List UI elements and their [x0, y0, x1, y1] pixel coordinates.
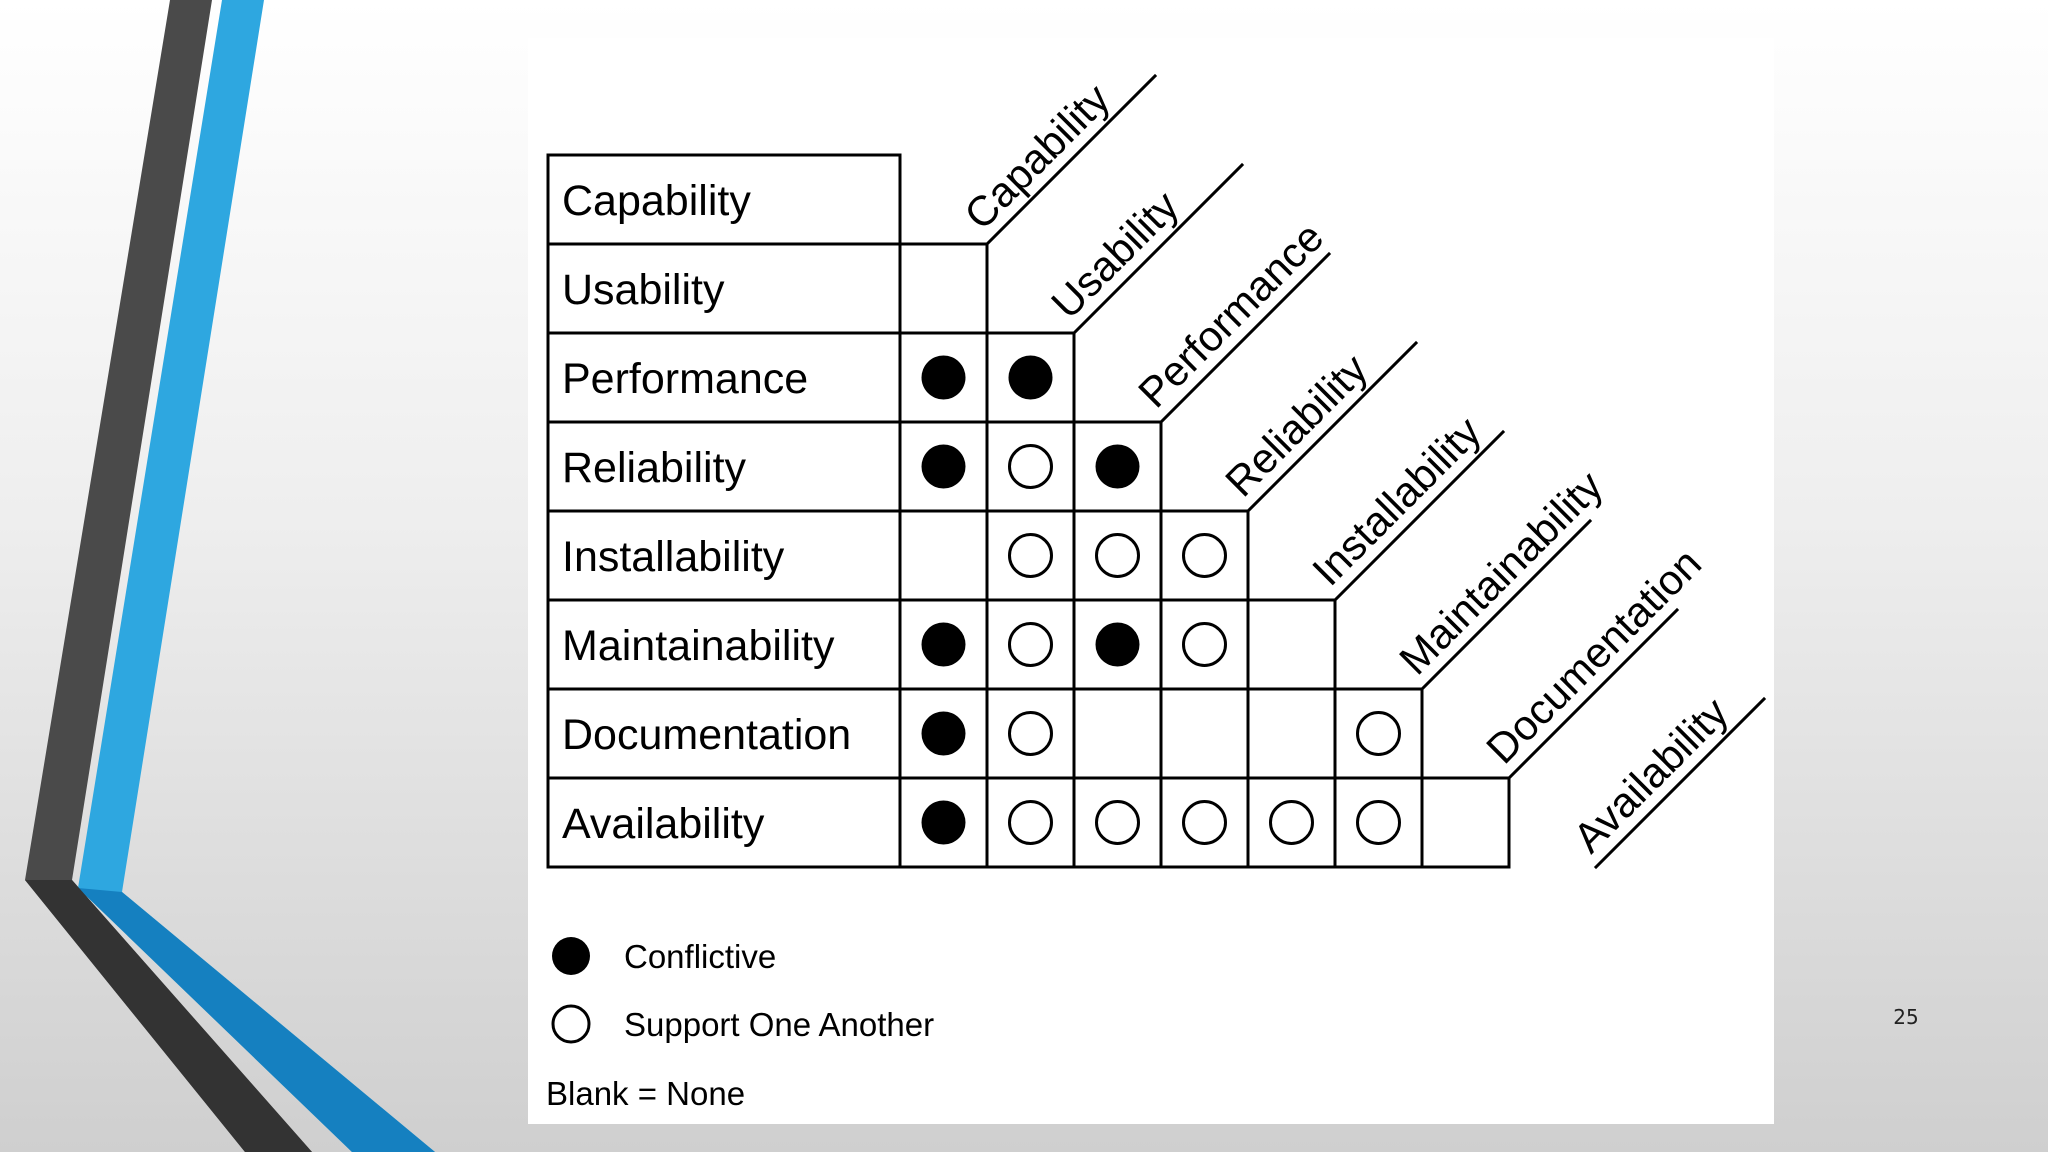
matrix-grid: [546, 73, 1767, 870]
column-labels: CapabilityUsabilityPerformanceReliabilit…: [955, 75, 1737, 862]
legend-support-label: Support One Another: [624, 1006, 934, 1043]
row-label: Maintainability: [562, 622, 835, 670]
legend-conflict-label: Conflictive: [624, 938, 776, 975]
tradeoff-matrix: CapabilityUsabilityPerformanceReliabilit…: [546, 73, 1767, 1112]
column-header-diagonal: [1245, 340, 1419, 514]
blue-stripe-shade: [78, 888, 435, 1152]
column-header-diagonal: [1419, 518, 1593, 692]
conflict-mark: [1095, 444, 1140, 489]
support-mark: [1095, 800, 1140, 845]
row-label: Reliability: [562, 444, 747, 492]
relation-marks: [921, 355, 1401, 845]
row-label: Performance: [562, 355, 808, 403]
support-mark: [1182, 533, 1227, 578]
column-header-diagonal: [1593, 696, 1767, 870]
support-mark: [1269, 800, 1314, 845]
column-label: Reliability: [1216, 345, 1376, 505]
legend-blank-label: Blank = None: [546, 1075, 745, 1112]
conflict-mark: [921, 711, 966, 756]
column-header-diagonal: [1158, 251, 1332, 425]
support-mark: [1182, 800, 1227, 845]
support-mark: [1008, 444, 1053, 489]
row-label: Installability: [562, 533, 785, 581]
support-mark: [1356, 711, 1401, 756]
slide-number: 25: [1893, 1005, 1919, 1029]
row-label: Documentation: [562, 711, 851, 759]
column-header-diagonal: [1506, 607, 1680, 781]
conflict-mark: [921, 355, 966, 400]
column-header-diagonal: [984, 73, 1158, 247]
support-mark: [1095, 533, 1140, 578]
support-mark: [1356, 800, 1401, 845]
support-mark: [1008, 711, 1053, 756]
row-label: Capability: [562, 177, 751, 225]
support-mark: [1008, 622, 1053, 667]
dark-stripe: [25, 0, 312, 1152]
legend: Conflictive Support One Another Blank = …: [546, 937, 934, 1112]
conflict-mark: [921, 622, 966, 667]
column-label: Installability: [1303, 408, 1490, 595]
column-label: Availability: [1564, 688, 1737, 861]
row-label: Availability: [562, 800, 765, 848]
conflict-mark: [1095, 622, 1140, 667]
column-header-diagonal: [1071, 162, 1245, 336]
column-label: Capability: [955, 75, 1119, 239]
row-labels: CapabilityUsabilityPerformanceReliabilit…: [562, 177, 851, 848]
row-label: Usability: [562, 266, 725, 314]
conflict-mark: [921, 800, 966, 845]
support-mark: [1008, 800, 1053, 845]
conflict-mark: [1008, 355, 1053, 400]
dark-stripe-shade: [25, 880, 312, 1152]
legend-conflict-icon: [552, 937, 590, 975]
support-mark: [1182, 622, 1227, 667]
blue-stripe: [78, 0, 435, 1152]
conflict-mark: [921, 444, 966, 489]
support-mark: [1008, 533, 1053, 578]
legend-support-icon: [551, 1004, 591, 1044]
column-header-diagonal: [1332, 429, 1506, 603]
column-label: Usability: [1042, 182, 1187, 327]
